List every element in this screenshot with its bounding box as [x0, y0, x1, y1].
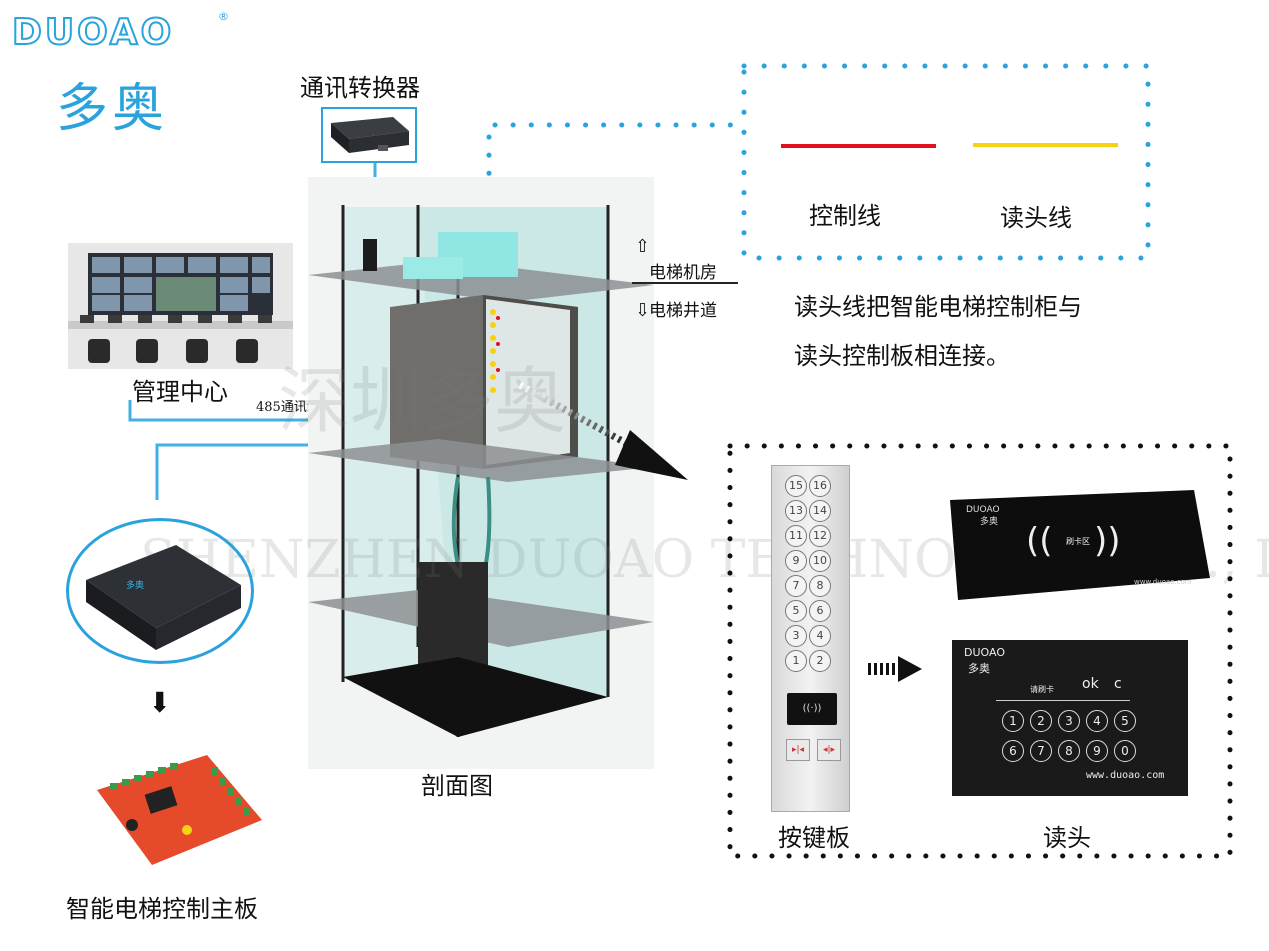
legend-box — [741, 63, 1151, 261]
reader-keypad-brand: DUOAO — [964, 646, 1005, 659]
door-close-button[interactable]: ▸|◂ — [786, 739, 810, 761]
shaft-label: 电梯井道 — [649, 301, 717, 321]
floor-button-3[interactable]: 3 — [785, 625, 807, 647]
reader-card-image: DUOAO 多奥 (( )) 刷卡区 www.duoao.com — [950, 490, 1210, 600]
reader-dotted-cable — [486, 122, 748, 303]
reader-key-9[interactable]: 9 — [1086, 740, 1108, 762]
reader-card-url: www.duoao.com — [1134, 578, 1192, 586]
floor-button-6[interactable]: 6 — [809, 600, 831, 622]
reader-divider — [996, 700, 1130, 701]
brand-logo-en: DUOAO — [11, 11, 175, 54]
reader-key-2[interactable]: 2 — [1030, 710, 1052, 732]
elevator-shaft-image — [308, 177, 654, 769]
registered-mark: ® — [218, 10, 229, 23]
floor-button-5[interactable]: 5 — [785, 600, 807, 622]
rfid-wave-left-icon: (( — [1026, 521, 1053, 561]
reader-key-0[interactable]: 0 — [1114, 740, 1136, 762]
machine-room-label: 电梯机房 — [649, 263, 717, 283]
floor-button-4[interactable]: 4 — [809, 625, 831, 647]
reader-key-8[interactable]: 8 — [1058, 740, 1080, 762]
rs485-label: 485通讯线 — [256, 400, 320, 415]
floor-button-13[interactable]: 13 — [785, 500, 807, 522]
reader-key-5[interactable]: 5 — [1114, 710, 1136, 732]
controller-highlight — [66, 518, 254, 664]
reader-key-7[interactable]: 7 — [1030, 740, 1052, 762]
reader-key-4[interactable]: 4 — [1086, 710, 1108, 732]
reader-keypad-card-text: 请刷卡 — [1030, 685, 1054, 694]
main-board-label: 智能电梯控制主板 — [66, 895, 258, 923]
description-line-1: 读头线把智能电梯控制柜与 — [794, 293, 1082, 321]
floor-button-9[interactable]: 9 — [785, 550, 807, 572]
description-line-2: 读头控制板相连接。 — [794, 342, 1010, 370]
floor-button-2[interactable]: 2 — [809, 650, 831, 672]
reader-keypad-brand-cn: 多奥 — [968, 662, 990, 675]
control-line-swatch — [781, 144, 936, 148]
floor-button-7[interactable]: 7 — [785, 575, 807, 597]
management-center-image — [68, 243, 293, 369]
cross-section-label: 剖面图 — [421, 772, 493, 800]
rfid-wave-right-icon: )) — [1094, 521, 1121, 561]
reader-ok-key[interactable]: ok — [1082, 676, 1099, 692]
floor-button-12[interactable]: 12 — [809, 525, 831, 547]
floor-button-15[interactable]: 15 — [785, 475, 807, 497]
reader-card-text: 刷卡区 — [1066, 536, 1090, 546]
converter-device — [321, 107, 417, 163]
keypad-panel-label: 按键板 — [778, 824, 850, 852]
reader-key-3[interactable]: 3 — [1058, 710, 1080, 732]
reader-line-label: 读头线 — [1000, 204, 1072, 232]
controller-box-image: 多奥 — [86, 545, 241, 650]
reader-key-1[interactable]: 1 — [1002, 710, 1024, 732]
reader-card-brand-cn: 多奥 — [980, 515, 998, 527]
down-arrow-icon: ⇩ — [635, 300, 651, 321]
floor-button-10[interactable]: 10 — [809, 550, 831, 572]
floor-button-16[interactable]: 16 — [809, 475, 831, 497]
floor-button-1[interactable]: 1 — [785, 650, 807, 672]
zoom-arrow-icon — [518, 381, 688, 480]
control-line-label: 控制线 — [809, 202, 881, 230]
management-center-label: 管理中心 — [132, 378, 228, 406]
door-open-button[interactable]: ◂|▸ — [817, 739, 841, 761]
reader-line-swatch — [973, 143, 1118, 147]
floor-divider — [632, 282, 738, 284]
floor-button-8[interactable]: 8 — [809, 575, 831, 597]
up-arrow-icon: ⇧ — [635, 236, 651, 257]
floor-button-14[interactable]: 14 — [809, 500, 831, 522]
reader-label: 读头 — [1043, 824, 1091, 852]
rfid-icon: ((·)) — [802, 703, 822, 714]
reader-card-brand: DUOAO — [966, 505, 1000, 515]
reader-key-6[interactable]: 6 — [1002, 740, 1024, 762]
right-arrow-icon — [868, 656, 922, 682]
main-board-image — [97, 755, 262, 865]
panel-card-reader: ((·)) — [787, 693, 837, 725]
down-arrow-to-board-icon: ⬇ — [148, 686, 172, 719]
converter-label: 通讯转换器 — [300, 74, 420, 102]
svg-text:多奥: 多奥 — [126, 579, 144, 591]
floor-button-11[interactable]: 11 — [785, 525, 807, 547]
reader-keypad-url: www.duoao.com — [1086, 770, 1165, 781]
reader-clear-key[interactable]: c — [1114, 676, 1122, 692]
brand-logo-cn: 多奥 — [56, 79, 169, 139]
